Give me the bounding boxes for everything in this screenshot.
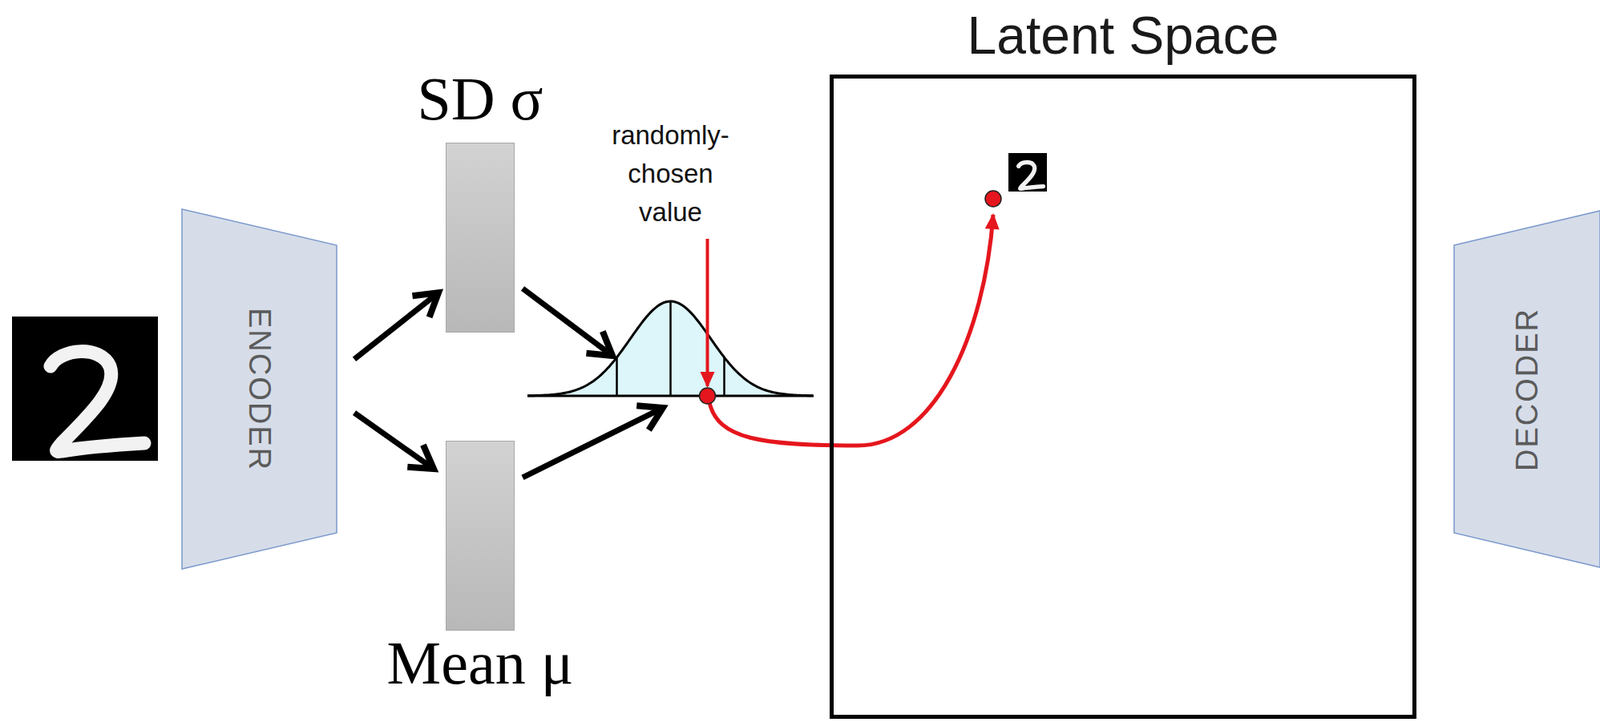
heading-label: SD σ (416, 65, 543, 134)
gaussian-distribution: randomly-chosen value (527, 296, 814, 401)
latent-point (985, 190, 1002, 207)
flow-arrow (354, 292, 439, 360)
bell-curve (527, 296, 814, 401)
block-label: ENCODER (244, 307, 275, 471)
heading-label: Mean μ (387, 630, 574, 698)
decoder-block: DECODER (1454, 209, 1600, 570)
mean-vector-box: Mean μ (445, 440, 515, 631)
sample-to-latent-arrow (709, 214, 994, 446)
latent-digit-thumbnail (1008, 153, 1047, 192)
sample-pointer-arrow (706, 238, 710, 387)
flow-arrow (522, 288, 613, 356)
heading-label: randomly-chosen value (602, 116, 740, 232)
input-digit-image (12, 316, 158, 461)
latent-space-frame: Latent Space (829, 74, 1417, 720)
flow-arrow (522, 408, 663, 478)
sample-point (699, 387, 716, 405)
flow-arrow (354, 412, 434, 469)
encoder-block: ENCODER (181, 209, 337, 570)
block-label: DECODER (1511, 307, 1543, 471)
sd-vector-box: SD σ (445, 142, 515, 333)
heading-label: Latent Space (967, 6, 1280, 65)
